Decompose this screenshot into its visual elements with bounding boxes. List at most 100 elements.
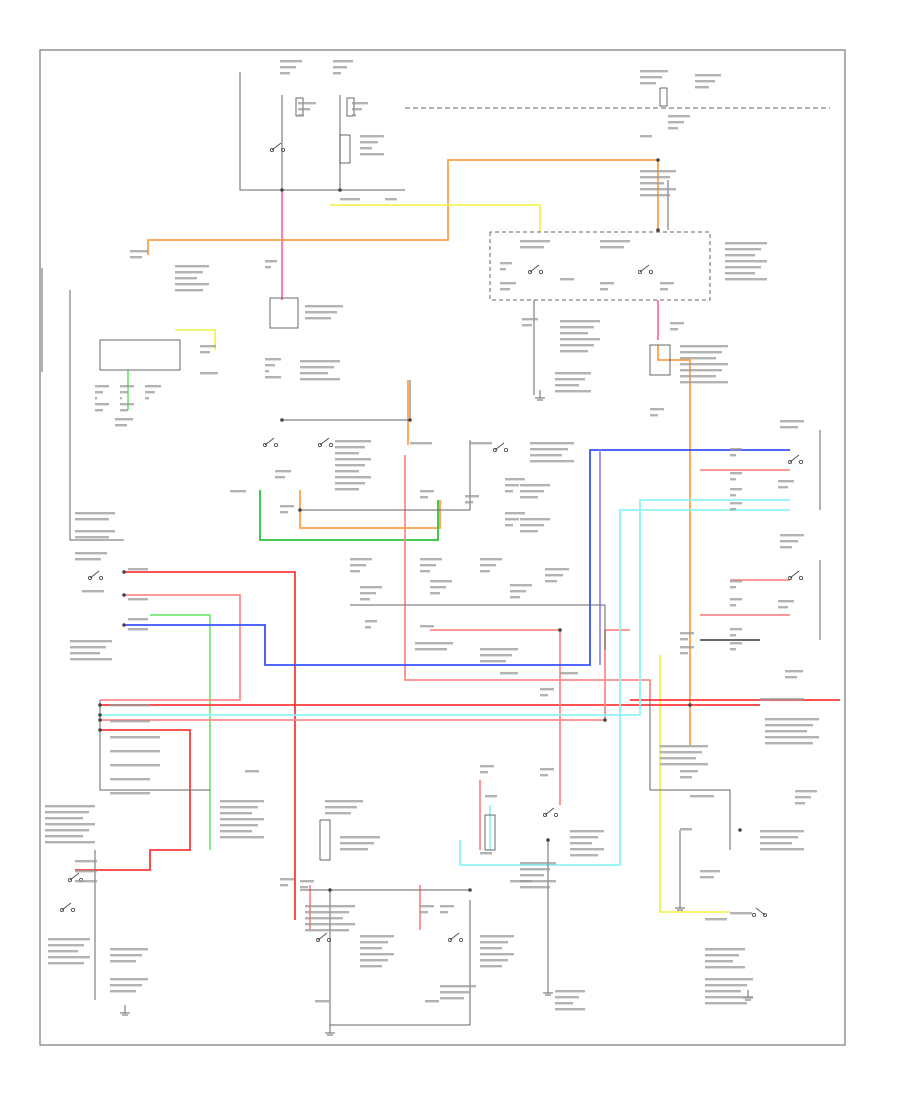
- switch-center-1: [262, 437, 278, 447]
- switch-left-3: [60, 902, 76, 913]
- small-print-label-123: [280, 878, 294, 887]
- wire-yellow-left: [175, 329, 216, 350]
- relay-right: [649, 344, 671, 376]
- splice-dot: [98, 718, 102, 722]
- fuse-panel-outline: [239, 72, 405, 191]
- small-print-label-125: [305, 905, 355, 932]
- splice-dot: [298, 508, 302, 512]
- switch-center-2: [317, 437, 333, 447]
- small-print-label-24: [305, 305, 343, 320]
- small-print-label-9: [640, 135, 652, 138]
- small-print-label-130: [440, 985, 476, 1000]
- splice-dot: [656, 158, 660, 162]
- small-print-label-116: [340, 836, 380, 851]
- small-print-label-118: [540, 768, 554, 777]
- small-print-label-87: [680, 632, 694, 641]
- small-print-label-30: [115, 418, 133, 427]
- splice-dot: [328, 888, 332, 892]
- small-print-label-36: [670, 322, 684, 331]
- relay-coil-lower: [484, 814, 496, 851]
- small-print-label-70: [480, 558, 502, 573]
- module-box-dashed: [489, 231, 711, 301]
- splice-dot: [338, 188, 342, 192]
- switch-right-lower: [752, 907, 768, 918]
- small-print-label-115: [325, 800, 363, 815]
- small-print-label-113: [110, 948, 148, 963]
- small-print-label-64: [128, 598, 148, 601]
- wire-red-5: [404, 455, 651, 700]
- small-print-label-3: [640, 70, 668, 85]
- small-print-label-79: [500, 672, 518, 675]
- small-print-label-103: [110, 764, 160, 767]
- small-print-label-100: [110, 720, 150, 723]
- small-print-label-85: [730, 628, 742, 637]
- small-print-label-26: [300, 360, 340, 381]
- small-print-label-124: [300, 880, 314, 889]
- small-print-label-111: [75, 880, 97, 883]
- ground-right-lower: [675, 900, 685, 911]
- diagram-border: [39, 49, 846, 1046]
- small-print-label-117: [480, 765, 494, 774]
- small-print-label-4: [695, 74, 721, 89]
- small-print-label-93: [680, 770, 698, 779]
- switch-center-3: [492, 442, 508, 452]
- small-print-label-74: [430, 580, 452, 595]
- small-print-label-55: [730, 488, 742, 497]
- small-print-label-48: [275, 470, 291, 479]
- small-print-label-53: [730, 448, 742, 457]
- splice-dot: [738, 828, 742, 832]
- small-print-label-137: [485, 795, 497, 798]
- wire-green-relay: [259, 490, 439, 541]
- small-print-label-126: [360, 935, 394, 968]
- small-print-label-68: [350, 558, 372, 573]
- fuse-top-right: [659, 87, 668, 107]
- small-print-label-51: [465, 495, 479, 504]
- small-print-label-99: [110, 704, 150, 707]
- small-print-label-40: [410, 442, 432, 445]
- small-print-label-50: [420, 490, 434, 499]
- small-print-label-92: [660, 745, 708, 766]
- small-print-label-11: [340, 198, 360, 201]
- small-print-label-22: [600, 282, 614, 291]
- small-print-label-12: [385, 198, 397, 201]
- small-print-label-52: [780, 420, 804, 429]
- small-print-label-133: [705, 918, 727, 921]
- small-print-label-59: [75, 512, 115, 521]
- switch-lower-2: [447, 932, 463, 943]
- small-print-label-88: [680, 646, 694, 655]
- small-print-label-69: [420, 558, 442, 573]
- switch-top-fuse: [269, 142, 285, 152]
- ground-bottom-center: [543, 985, 553, 996]
- right-lower-bus: [649, 700, 731, 850]
- small-print-label-15: [265, 260, 277, 269]
- small-print-label-10: [640, 170, 676, 197]
- small-print-label-5: [298, 102, 316, 117]
- small-print-label-135: [705, 978, 753, 1005]
- small-print-label-84: [730, 598, 742, 607]
- small-print-label-127: [420, 905, 434, 914]
- small-print-label-25: [265, 358, 281, 379]
- wire-green-mid: [150, 614, 211, 850]
- switch-lower-3: [543, 807, 559, 818]
- lower-left-box: [99, 700, 210, 791]
- wire-red-6: [75, 729, 191, 871]
- small-print-label-27: [95, 385, 109, 412]
- label-group: [45, 60, 819, 1011]
- small-print-label-97: [760, 830, 804, 851]
- small-print-label-42: [530, 442, 574, 463]
- switch-left-1: [88, 570, 104, 581]
- switch-lower-1: [315, 932, 331, 943]
- center-splice-bus: [282, 380, 411, 421]
- small-print-label-18: [725, 242, 767, 281]
- small-print-label-129: [480, 935, 514, 968]
- small-print-label-47: [230, 490, 246, 493]
- small-print-label-41: [470, 442, 492, 445]
- lower-center-box: [329, 890, 471, 1026]
- splice-dot: [656, 228, 660, 232]
- wire-yellow-right: [659, 655, 730, 913]
- small-print-label-91: [765, 718, 819, 745]
- splice-dot: [122, 623, 126, 627]
- small-print-label-76: [420, 625, 434, 628]
- small-print-label-112: [48, 938, 90, 965]
- small-print-label-1: [280, 60, 302, 75]
